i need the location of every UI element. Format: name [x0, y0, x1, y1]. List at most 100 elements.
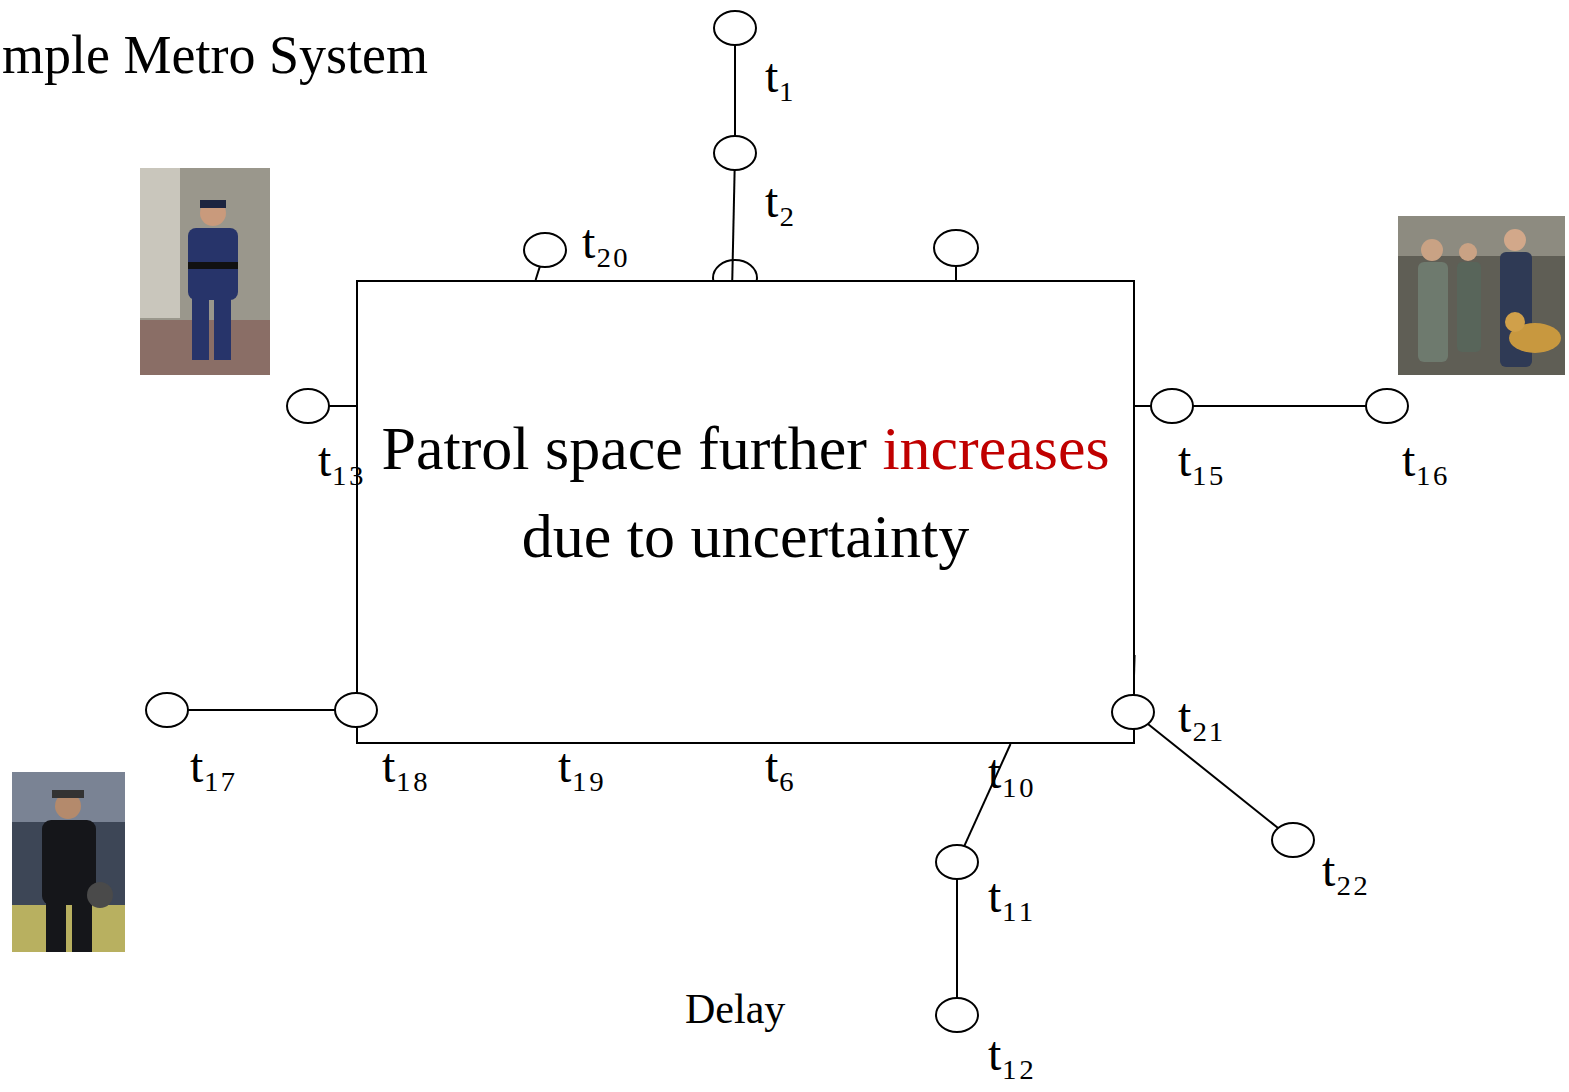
station-node: t₁₇ — [145, 692, 189, 728]
station-node: t₁ — [713, 10, 757, 46]
box-text: Patrol space further — [381, 414, 866, 482]
station-label: t₂ — [765, 177, 795, 225]
station-label: t₁₂ — [988, 1030, 1035, 1078]
note-label: Delay — [685, 988, 785, 1030]
station-circle — [1271, 822, 1315, 858]
station-node: t₁₃ — [286, 388, 330, 424]
track-connector — [1193, 406, 1366, 407]
officer-body — [1418, 262, 1448, 362]
station-outline — [524, 233, 566, 267]
station-outline — [1112, 695, 1154, 729]
track-connector — [957, 879, 958, 998]
team-photo — [1398, 216, 1565, 375]
station-node: t₂ — [713, 135, 757, 171]
station-label: t₁₆ — [1402, 436, 1449, 484]
officer-belt — [188, 262, 238, 269]
station-circle — [713, 135, 757, 171]
track-line — [536, 266, 540, 280]
station-node: t₁₂ — [935, 997, 979, 1033]
photo-ground — [140, 168, 270, 375]
station-outline — [936, 998, 978, 1032]
photo-platform — [12, 905, 125, 952]
officer-head — [1421, 239, 1443, 261]
station-circle — [1365, 388, 1409, 424]
station-label: t₁₅ — [1178, 436, 1225, 484]
station-label: t₁₀ — [988, 748, 1035, 796]
station-circle — [713, 10, 757, 46]
station-node: t₂₁ — [1111, 694, 1155, 730]
track-line — [188, 709, 335, 711]
station-circle — [1111, 694, 1155, 730]
officer-head — [200, 200, 226, 226]
station-label: t₂₁ — [1178, 692, 1225, 740]
slide-title: mple Metro System — [2, 28, 428, 82]
track-line — [329, 405, 356, 407]
officer-cap — [200, 200, 226, 208]
photo-ground — [1398, 216, 1565, 375]
station-circle — [286, 388, 330, 424]
officer-body — [188, 228, 238, 300]
station-label: t₁₇ — [190, 742, 237, 790]
station-label: t₂₀ — [582, 218, 629, 266]
track-connector — [188, 710, 335, 711]
track-connector — [536, 266, 540, 280]
track-line — [732, 170, 734, 280]
photo-ground — [12, 772, 125, 952]
station-node: t₁₅ — [1150, 388, 1194, 424]
patrol-box: Patrol space furtherincreasesdue to unce… — [356, 280, 1134, 744]
station-label: t₁₁ — [988, 872, 1035, 920]
station-outline — [1366, 389, 1408, 423]
highlight-text: increases — [882, 414, 1109, 482]
station-label: t₁ — [765, 52, 795, 100]
track-line — [956, 879, 958, 998]
station-circle — [934, 230, 978, 266]
officer-body — [1457, 262, 1481, 352]
track-connector — [735, 45, 736, 136]
officer-head — [1459, 243, 1477, 261]
track-connector — [329, 406, 356, 407]
station-outline — [714, 11, 756, 45]
officer-leg — [192, 298, 209, 360]
officer-cap — [52, 790, 84, 798]
text-line: Patrol space furtherincreases — [381, 404, 1109, 492]
station-circle — [334, 692, 378, 728]
station-circle — [523, 232, 567, 268]
station-outline — [1272, 823, 1314, 857]
station-node: t₁₆ — [1365, 388, 1409, 424]
text-line: due to uncertainty — [522, 492, 970, 580]
officer-head — [1504, 229, 1526, 251]
officer-photo — [140, 168, 270, 375]
station-label: t₂₂ — [1322, 846, 1369, 894]
station-circle — [145, 692, 189, 728]
station-node: t₁₈ — [334, 692, 378, 728]
track-line — [734, 45, 736, 136]
track-line — [1193, 405, 1366, 407]
station-outline — [1151, 389, 1193, 423]
station-node: t₂₂ — [1271, 822, 1315, 858]
station-label: t₁₈ — [382, 742, 429, 790]
station-label: t₆ — [765, 742, 795, 790]
station-label: t₁₃ — [318, 436, 365, 484]
station-node: t₁₁ — [935, 844, 979, 880]
track-line — [1135, 405, 1151, 407]
station-node: t₂₀ — [523, 232, 567, 268]
station-outline — [146, 693, 188, 727]
officer-leg — [214, 298, 231, 360]
station-circle — [1150, 388, 1194, 424]
track-connector — [1135, 406, 1151, 407]
photo-wall — [140, 168, 180, 318]
dog-head — [1505, 312, 1525, 332]
track-connector — [732, 170, 734, 280]
officer-photo — [12, 772, 125, 952]
station-outline — [287, 389, 329, 423]
station-outline — [936, 845, 978, 879]
officer-leg — [46, 900, 66, 952]
photo-wall — [12, 772, 125, 822]
station-circle — [935, 844, 979, 880]
helmet — [87, 882, 113, 908]
officer-leg — [72, 900, 92, 952]
station-circle — [935, 997, 979, 1033]
station-outline — [335, 693, 377, 727]
station-outline — [714, 136, 756, 170]
